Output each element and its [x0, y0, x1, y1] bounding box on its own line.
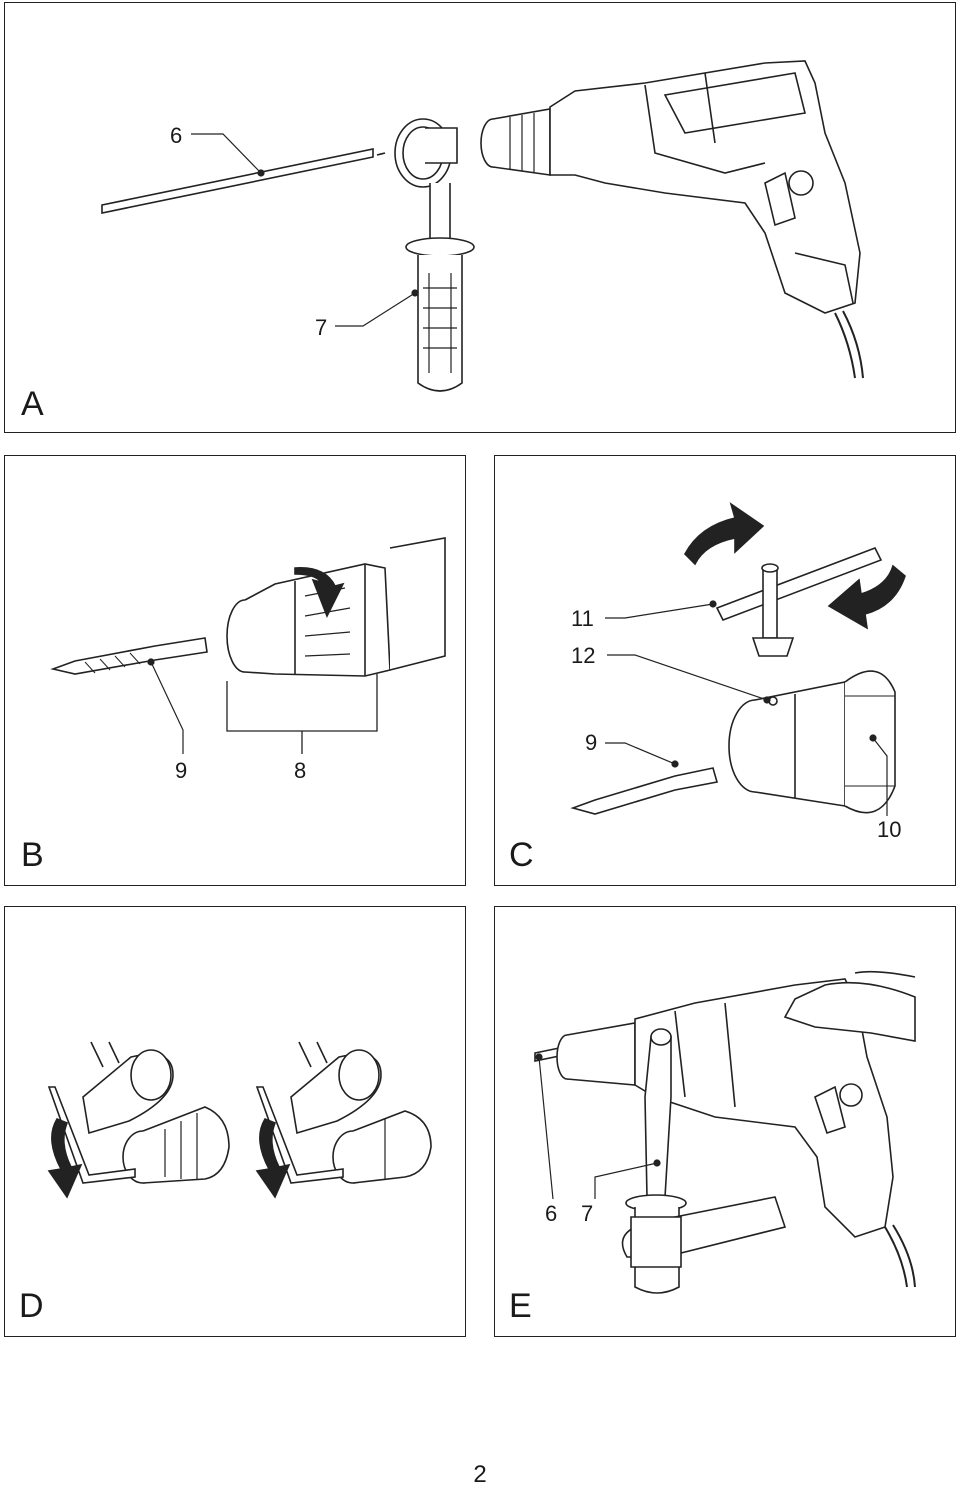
- panel-a: 6 7 A: [4, 2, 956, 433]
- panel-label-e: E: [509, 1287, 532, 1325]
- drill-usage-illustration: [534, 970, 916, 1294]
- callout-12: 12: [571, 643, 596, 668]
- panel-e: 6 7 E: [494, 906, 956, 1337]
- page-number: 2: [473, 1461, 487, 1488]
- panel-c: 11 12 9 10 C: [494, 455, 956, 886]
- panel-d: D: [4, 906, 466, 1337]
- chuck-removal-illustration: [47, 1041, 432, 1199]
- callout-9: 9: [175, 758, 188, 783]
- panel-label-c: C: [509, 836, 534, 874]
- panel-b: 9 8 B: [4, 455, 466, 886]
- callout-9: 9: [585, 730, 598, 755]
- callout-10: 10: [877, 817, 902, 842]
- callout-7: 7: [581, 1201, 594, 1226]
- panel-label-b: B: [21, 836, 44, 874]
- drill-assembly-illustration: [101, 60, 864, 392]
- chuck-key-illustration: [570, 502, 906, 816]
- chuck-bit-illustration: [50, 537, 446, 754]
- callout-6: 6: [170, 123, 183, 148]
- callout-8: 8: [294, 758, 307, 783]
- callout-7: 7: [315, 315, 328, 340]
- panel-label-a: A: [21, 385, 44, 423]
- panel-label-d: D: [19, 1287, 44, 1325]
- callout-11: 11: [571, 606, 594, 631]
- callout-6: 6: [545, 1201, 558, 1226]
